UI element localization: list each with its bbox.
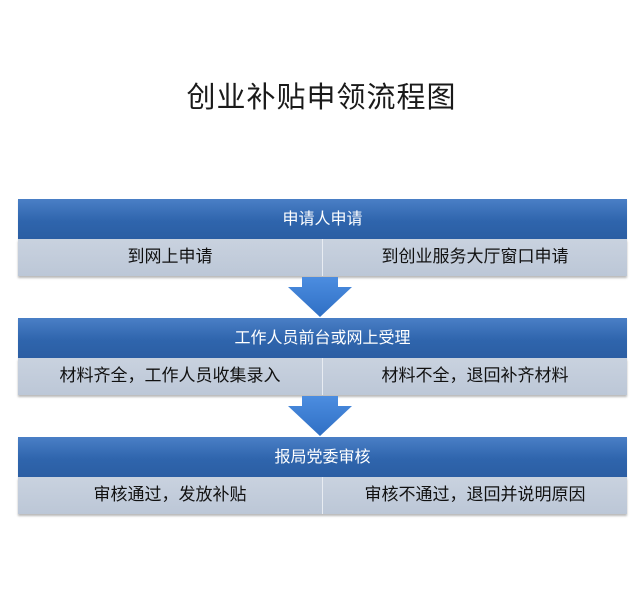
stage-header: 报局党委审核: [18, 437, 627, 477]
option-right: 审核不通过，退回并说明原因: [322, 477, 627, 514]
option-right: 到创业服务大厅窗口申请: [322, 239, 627, 276]
stage-options-row: 材料齐全，工作人员收集录入 材料不全，退回补齐材料: [18, 358, 627, 395]
option-left: 材料齐全，工作人员收集录入: [59, 366, 281, 386]
stage-review: 报局党委审核 审核通过，发放补贴 审核不通过，退回并说明原因: [18, 437, 627, 514]
stage-accept: 工作人员前台或网上受理 材料齐全，工作人员收集录入 材料不全，退回补齐材料: [18, 318, 627, 395]
stage-options-row: 到网上申请 到创业服务大厅窗口申请: [18, 239, 627, 276]
option-left: 审核通过，发放补贴: [93, 485, 247, 505]
stage-options-row: 审核通过，发放补贴 审核不通过，退回并说明原因: [18, 477, 627, 514]
down-arrow-icon: [288, 277, 352, 317]
stage-apply: 申请人申请 到网上申请 到创业服务大厅窗口申请: [18, 199, 627, 276]
down-arrow-icon: [288, 396, 352, 436]
option-left: 到网上申请: [127, 247, 213, 267]
option-right: 材料不全，退回补齐材料: [322, 358, 627, 395]
stage-header: 申请人申请: [18, 199, 627, 239]
stage-header: 工作人员前台或网上受理: [18, 318, 627, 358]
diagram-title: 创业补贴申领流程图: [186, 80, 457, 114]
